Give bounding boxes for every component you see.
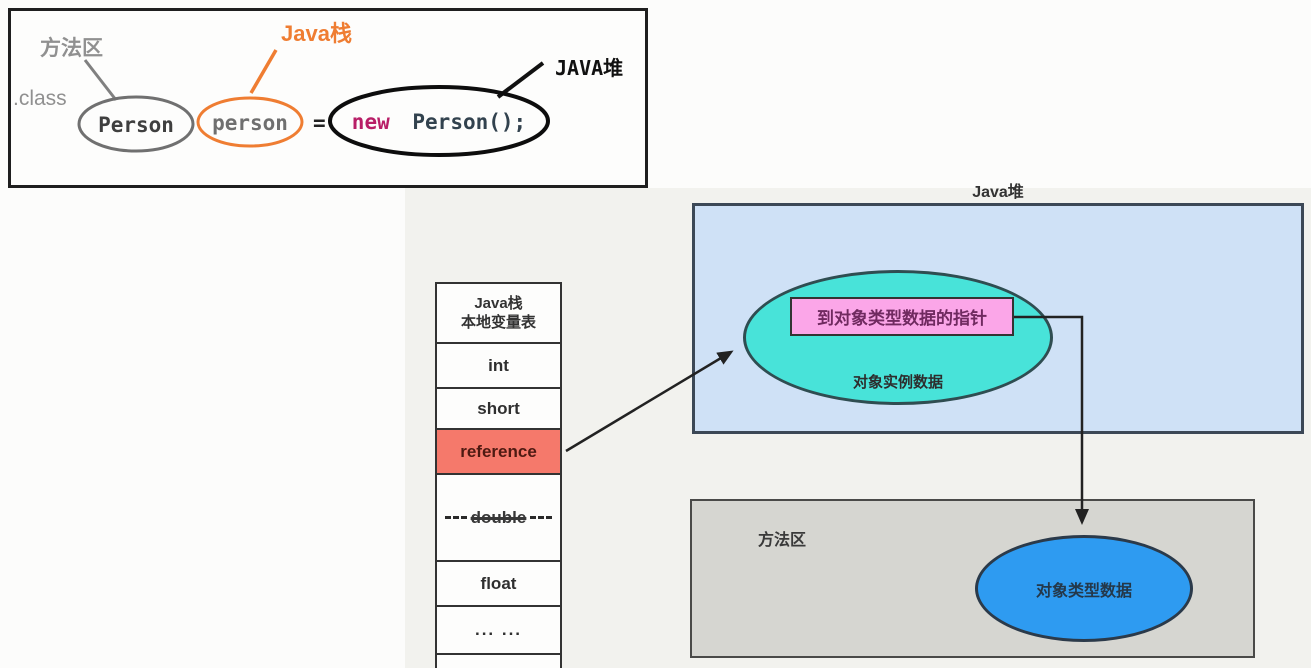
class-name-text: Person [98, 113, 174, 137]
code-annotation-box: 方法区 .class Person Java栈 person = JAVA堆 n… [8, 8, 648, 188]
local-variable-table-header: Java栈 本地变量表 [437, 284, 560, 342]
object-instance-ellipse [743, 270, 1053, 405]
class-name-ellipse [77, 95, 195, 153]
dash-left [444, 516, 467, 519]
class-file-label: .class [13, 87, 67, 110]
table-row-ellipsis: ... ... [437, 605, 560, 653]
table-row-empty [437, 653, 560, 668]
constructor-call: Person(); [412, 110, 526, 134]
keyword-new: new [352, 110, 390, 134]
java-stack-callout-label: Java栈 [281, 21, 352, 46]
code-annotation-drawing: 方法区 .class Person Java栈 person = JAVA堆 n… [13, 21, 623, 157]
double-row-dashes: double [437, 508, 560, 528]
object-type-data-ellipse: 对象类型数据 [975, 535, 1193, 642]
local-variable-table: Java栈 本地变量表 int short reference double f… [435, 282, 562, 668]
variable-name-ellipse [196, 96, 304, 148]
method-area-leader-line [83, 59, 118, 101]
method-area-title: 方法区 [758, 532, 807, 549]
java-heap-callout-label: JAVA堆 [555, 56, 623, 80]
table-row-float: float [437, 560, 560, 605]
method-area-callout-label: 方法区 [40, 36, 103, 60]
table-row-int: int [437, 342, 560, 387]
object-instance-label: 对象实例数据 [852, 374, 943, 391]
java-stack-leader-line [249, 49, 278, 94]
type-pointer-box: 到对象类型数据的指针 [790, 297, 1014, 336]
table-header-line1: Java栈 [474, 295, 523, 312]
java-heap-leader-line [496, 61, 545, 99]
new-expression-ellipse [328, 85, 550, 157]
table-header-line2: 本地变量表 [460, 314, 536, 331]
double-label: double [470, 507, 527, 527]
table-row-short: short [437, 387, 560, 428]
object-type-data-label: 对象类型数据 [1035, 582, 1132, 600]
variable-name-text: person [212, 111, 288, 135]
table-row-double: double [437, 473, 560, 560]
heap-title: Java堆 [972, 184, 1024, 201]
table-row-reference: reference [437, 428, 560, 473]
new-expression-text: new Person(); [352, 110, 526, 134]
dash-right [530, 516, 553, 519]
equals-sign: = [313, 111, 326, 135]
